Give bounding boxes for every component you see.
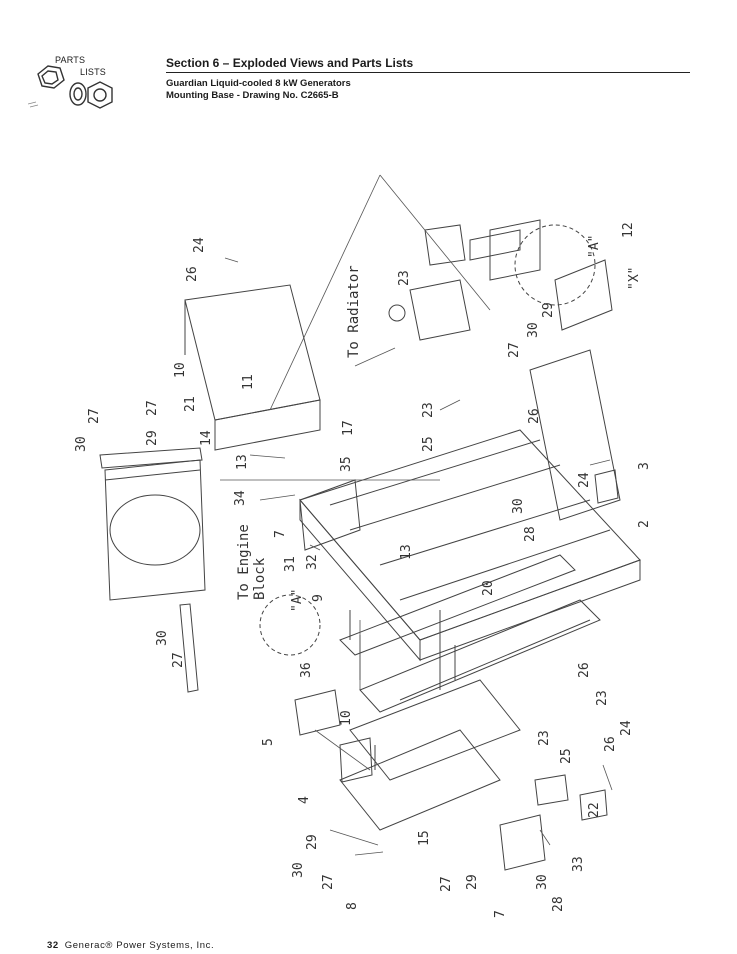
callout-label: 24 [192,237,207,253]
callout-label: 20 [481,580,496,596]
logo-lists-label: LISTS [80,67,107,77]
callout-label: 36 [299,662,314,678]
callout-label: 25 [559,748,574,764]
callout-label: 14 [199,430,214,446]
callout-label: 23 [595,690,610,706]
callout-label: 11 [241,374,256,390]
callout-label: 29 [145,430,160,446]
callout-label: 7 [493,910,508,918]
callout-label: 10 [339,710,354,726]
callout-label: 22 [587,802,602,818]
callout-label: 28 [523,526,538,542]
subtitle-line-2: Mounting Base - Drawing No. C2665-B [166,90,339,101]
callout-label: 30 [526,322,541,338]
subtitle-line-1: Guardian Liquid-cooled 8 kW Generators [166,78,351,89]
callout-label: 15 [417,830,432,846]
callout-label: 28 [551,896,566,912]
callout-label: 24 [619,720,634,736]
callout-label: 31 [283,556,298,572]
callout-label: 30 [535,874,550,890]
callout-label: 30 [291,862,306,878]
callout-label: 2 [637,520,652,528]
callout-label: 4 [297,796,312,804]
callout-label: 8 [345,902,360,910]
section-title: Section 6 – Exploded Views and Parts Lis… [166,56,414,70]
callout-label: 27 [507,342,522,358]
logo-parts-label: PARTS [55,55,86,65]
base-front-face [419,559,641,661]
to-radiator-label: To Radiator [346,265,362,358]
base-front-rail [359,599,601,713]
page-footer: 32 Generac® Power Systems, Inc. [47,940,214,951]
callout-label: 26 [577,662,592,678]
to-engine-label: To Engine [236,524,252,600]
callout-label: 13 [235,454,250,470]
callout-label: 29 [541,302,556,318]
callout-label: 33 [571,856,586,872]
callout-label: 27 [87,408,102,424]
callout-label: 23 [421,402,436,418]
callout-label: 27 [439,876,454,892]
callout-label: 27 [321,874,336,890]
callout-label: 29 [465,874,480,890]
callout-label: 29 [305,834,320,850]
company-name: Generac® Power Systems, Inc. [64,940,215,951]
engine-block-label: Block [252,557,268,600]
callout-label: 30 [155,630,170,646]
callout-label: 35 [339,456,354,472]
callout-label: 26 [185,266,200,282]
callout-label: 26 [527,408,542,424]
callout-label: 10 [173,362,188,378]
callout-label: 21 [183,396,198,412]
callout-label: 3 [637,462,652,470]
callout-label: 7 [273,530,288,538]
callout-label: 13 [399,544,414,560]
callout-label: 27 [145,400,160,416]
view-x-label: "X" [627,267,642,290]
callout-label: 30 [511,498,526,514]
callout-label: 23 [537,730,552,746]
view-a-right-label: "A" [587,235,602,258]
radiator-frame [104,459,206,601]
callout-label: 23 [397,270,412,286]
drawing-subtitle: Guardian Liquid-cooled 8 kW Generators M… [166,78,351,102]
callout-label: 12 [621,222,636,238]
callout-label: 30 [74,436,89,452]
view-a-left-label: "A" [290,589,305,612]
callout-label: 9 [311,594,326,602]
callout-label: 32 [305,554,320,570]
page-number: 32 [47,940,59,951]
callout-label: 17 [341,420,356,436]
callout-label: 34 [233,490,248,506]
parts-lists-logo [28,65,113,109]
callout-numbers: 26 24 23 12 29 30 27 10 11 21 27 30 27 2… [74,222,652,918]
callout-label: 25 [421,436,436,452]
callout-label: 26 [603,736,618,752]
callout-label: 5 [261,738,276,746]
callout-label: 27 [171,652,186,668]
header-rule [166,72,690,73]
callout-label: 24 [577,472,592,488]
